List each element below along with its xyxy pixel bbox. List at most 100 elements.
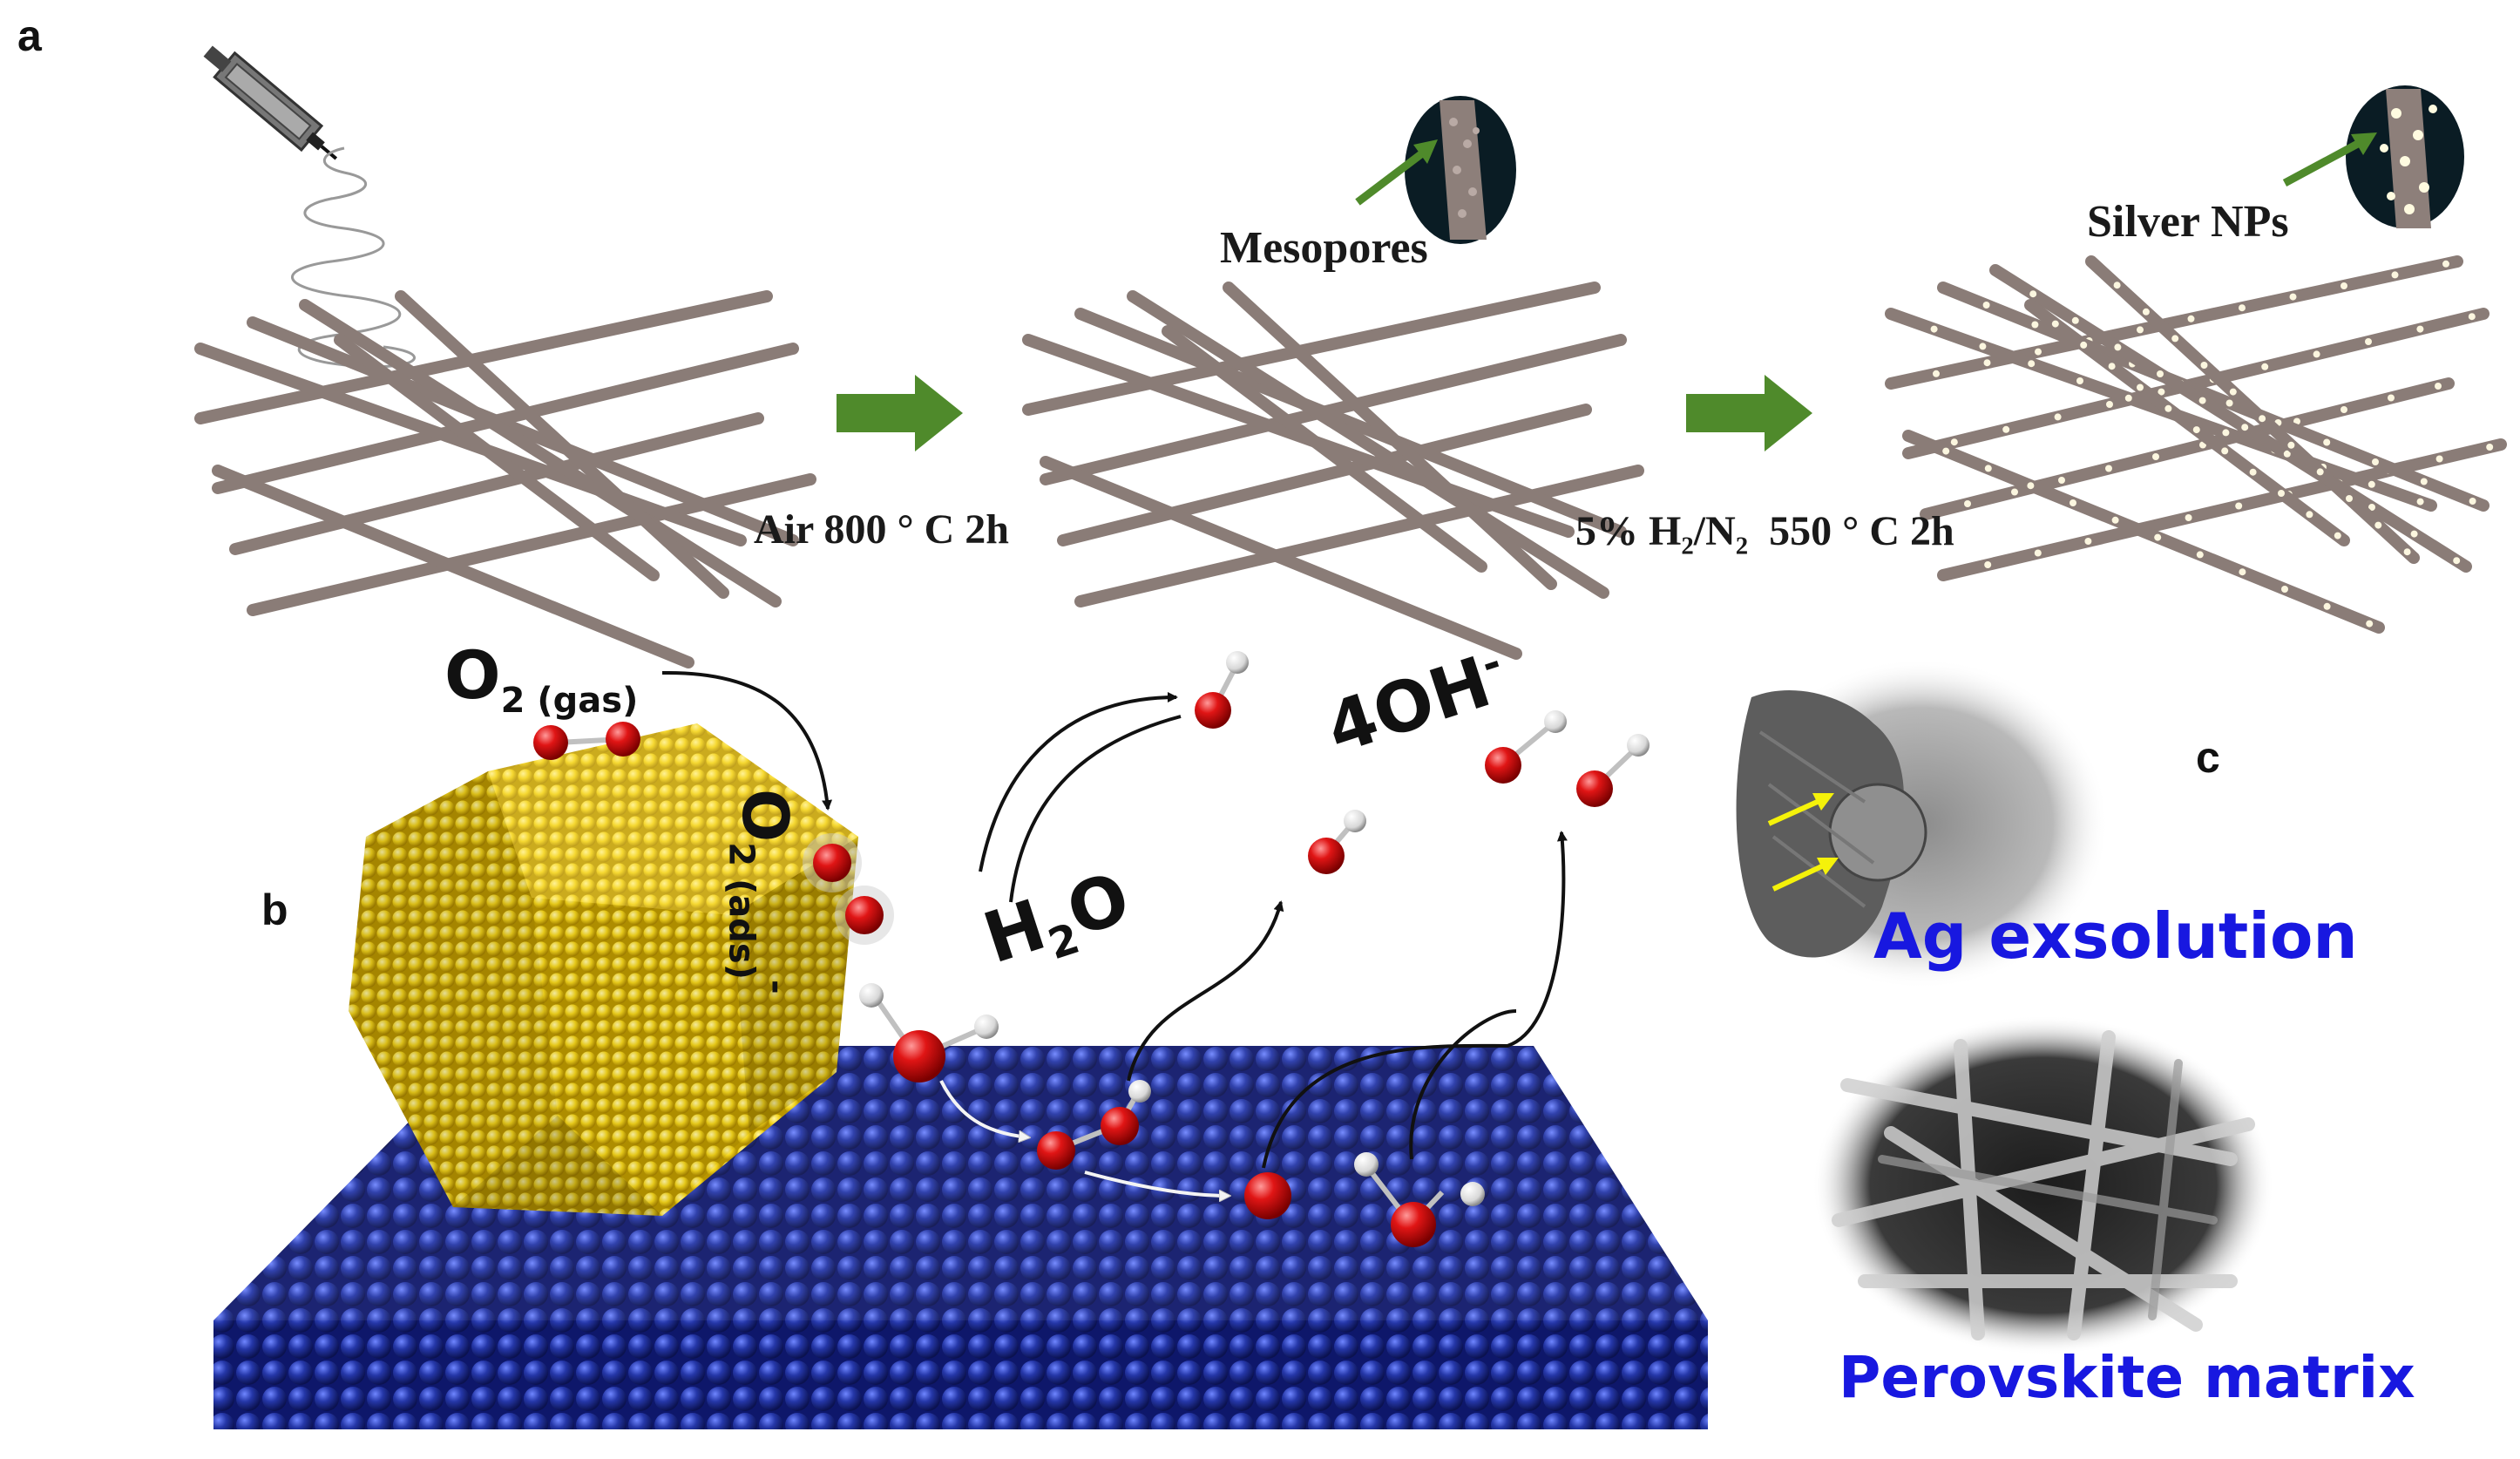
panel-a — [194, 45, 2507, 668]
nanofiber — [1920, 377, 2455, 520]
o2-gas-molecule — [533, 722, 640, 760]
silver-nanoparticle — [2278, 490, 2285, 497]
silver-nanoparticle — [2222, 429, 2230, 437]
hydroxide-ion — [1308, 810, 1366, 874]
silver-nanoparticle — [2029, 290, 2037, 298]
silver-nanoparticle — [2261, 363, 2269, 370]
nanofiber — [1074, 308, 1627, 538]
nanofiber — [247, 316, 799, 546]
silver-nanoparticle — [2259, 415, 2266, 423]
panel-label-c: c — [2196, 733, 2220, 782]
silver-nanoparticle — [2435, 455, 2443, 463]
water-molecule — [859, 983, 999, 1082]
surface-diffusion-arrows — [939, 1080, 1229, 1196]
silver-nanoparticle — [2152, 453, 2159, 460]
silver-nanoparticle — [2185, 514, 2192, 521]
silver-nanoparticle — [2368, 504, 2375, 511]
process-arrow-2-icon — [1686, 375, 1812, 451]
silver-nanoparticle — [2241, 424, 2249, 431]
mesopores-zoom-inset — [1355, 96, 1516, 244]
silver-nanoparticle — [2281, 586, 2288, 593]
silver-nanoparticle — [2114, 343, 2122, 351]
hydroxide-ion — [1576, 734, 1650, 807]
silver-nanoparticle — [2388, 394, 2395, 402]
silver-nanoparticle — [2142, 308, 2150, 316]
nanofiber — [1074, 465, 1644, 607]
yellow-arrow-icon — [1767, 793, 1834, 826]
hydroxide-ion — [1195, 651, 1249, 729]
silver-nanoparticle — [2468, 313, 2476, 321]
silver-nanoparticle — [2435, 383, 2442, 390]
silver-nanoparticle — [2198, 397, 2206, 404]
reaction-arrows — [661, 670, 1568, 1169]
silver-nanoparticle — [2137, 383, 2144, 391]
perovskite-matrix-label: Perovskite matrix — [1839, 1344, 2415, 1411]
sem-image-perovskite-matrix — [1812, 1015, 2274, 1355]
silver-nanoparticle — [2306, 511, 2313, 519]
silver-nanoparticle — [2366, 620, 2374, 628]
silver-nanoparticle — [2316, 468, 2324, 476]
silver-nanoparticle — [1984, 561, 1992, 568]
silver-nanoparticle — [2313, 350, 2320, 358]
step1-condition-label: Air 800 ° C 2h — [754, 506, 1009, 553]
silver-nanoparticle — [2340, 282, 2347, 289]
electrospinning-syringe-icon — [203, 45, 416, 369]
o2-adsorbed-label: O2 (ads)- — [721, 789, 802, 994]
silver-nanoparticle — [2323, 602, 2331, 610]
silver-nanoparticle — [2035, 348, 2042, 356]
surface-oxygen-atom — [1244, 1172, 1291, 1219]
silver-nanoparticle — [1983, 359, 1991, 367]
nanofiber — [395, 290, 729, 599]
surface-ooh-intermediate — [1037, 1080, 1151, 1170]
silver-nanoparticle — [2368, 480, 2375, 488]
nanofiber — [1885, 255, 2463, 390]
silver-nanoparticle — [2080, 341, 2088, 349]
silver-nanoparticle — [2235, 502, 2243, 510]
silver-nanoparticle — [2051, 320, 2059, 328]
silver-nanoparticle — [2002, 425, 2010, 433]
o2-gas-label: O2 (gas) — [444, 636, 639, 722]
silver-nanoparticle — [2108, 363, 2116, 370]
silver-nanoparticle — [2054, 413, 2062, 421]
silver-nanoparticle — [2403, 548, 2411, 556]
silver-nps-label: Silver NPs — [2087, 197, 2289, 247]
silver-nanoparticle — [2154, 533, 2162, 541]
silver-nanoparticle — [2346, 495, 2353, 502]
silver-nanoparticle — [1964, 500, 1971, 507]
silver-nanoparticle — [2070, 499, 2076, 506]
nanofiber — [1162, 325, 1487, 573]
panel-c — [1734, 658, 2274, 1355]
surface-water-molecule — [1354, 1152, 1485, 1247]
nanofiber — [194, 290, 773, 424]
silver-nanoparticle — [2028, 360, 2036, 368]
nanofiber — [1057, 404, 1592, 546]
nanofiber — [334, 334, 660, 581]
yellow-arrow-icon — [1771, 858, 1839, 892]
silver-nanoparticle — [2225, 399, 2233, 407]
panel-label-b: b — [261, 886, 288, 934]
silver-nanoparticle — [2416, 498, 2424, 506]
nanofiber-mat-calcined — [1022, 282, 1644, 660]
silver-nanoparticle — [2334, 532, 2341, 539]
silver-nanoparticle — [2229, 388, 2237, 396]
silver-nanoparticle — [2158, 388, 2165, 396]
ag-exsolution-label: Ag exsolution — [1873, 899, 2358, 973]
silver-nanoparticle — [2084, 538, 2092, 545]
silver-nanoparticle — [2171, 335, 2179, 343]
silver-nanoparticle — [2106, 401, 2113, 408]
silver-nanoparticle — [1982, 302, 1990, 309]
silver-nanoparticle-cluster — [349, 723, 858, 1216]
nanofiber — [1040, 456, 1522, 660]
silver-nanoparticle — [1984, 465, 1992, 472]
silver-nanoparticle — [2239, 568, 2246, 576]
silver-nanoparticle — [2365, 338, 2372, 345]
nanofiber-mat-silver-decorated — [1885, 255, 2507, 634]
silver-nanoparticle — [2137, 326, 2144, 334]
silver-np-zoom-inset — [2282, 85, 2464, 228]
step2-condition-label: 5% H2/N2 550 ° C 2h — [1575, 508, 1954, 560]
silver-nanoparticle — [2221, 447, 2229, 455]
silver-nanoparticle — [2011, 488, 2018, 496]
silver-nanoparticle — [2372, 458, 2379, 465]
silver-nanoparticle — [2283, 450, 2291, 458]
